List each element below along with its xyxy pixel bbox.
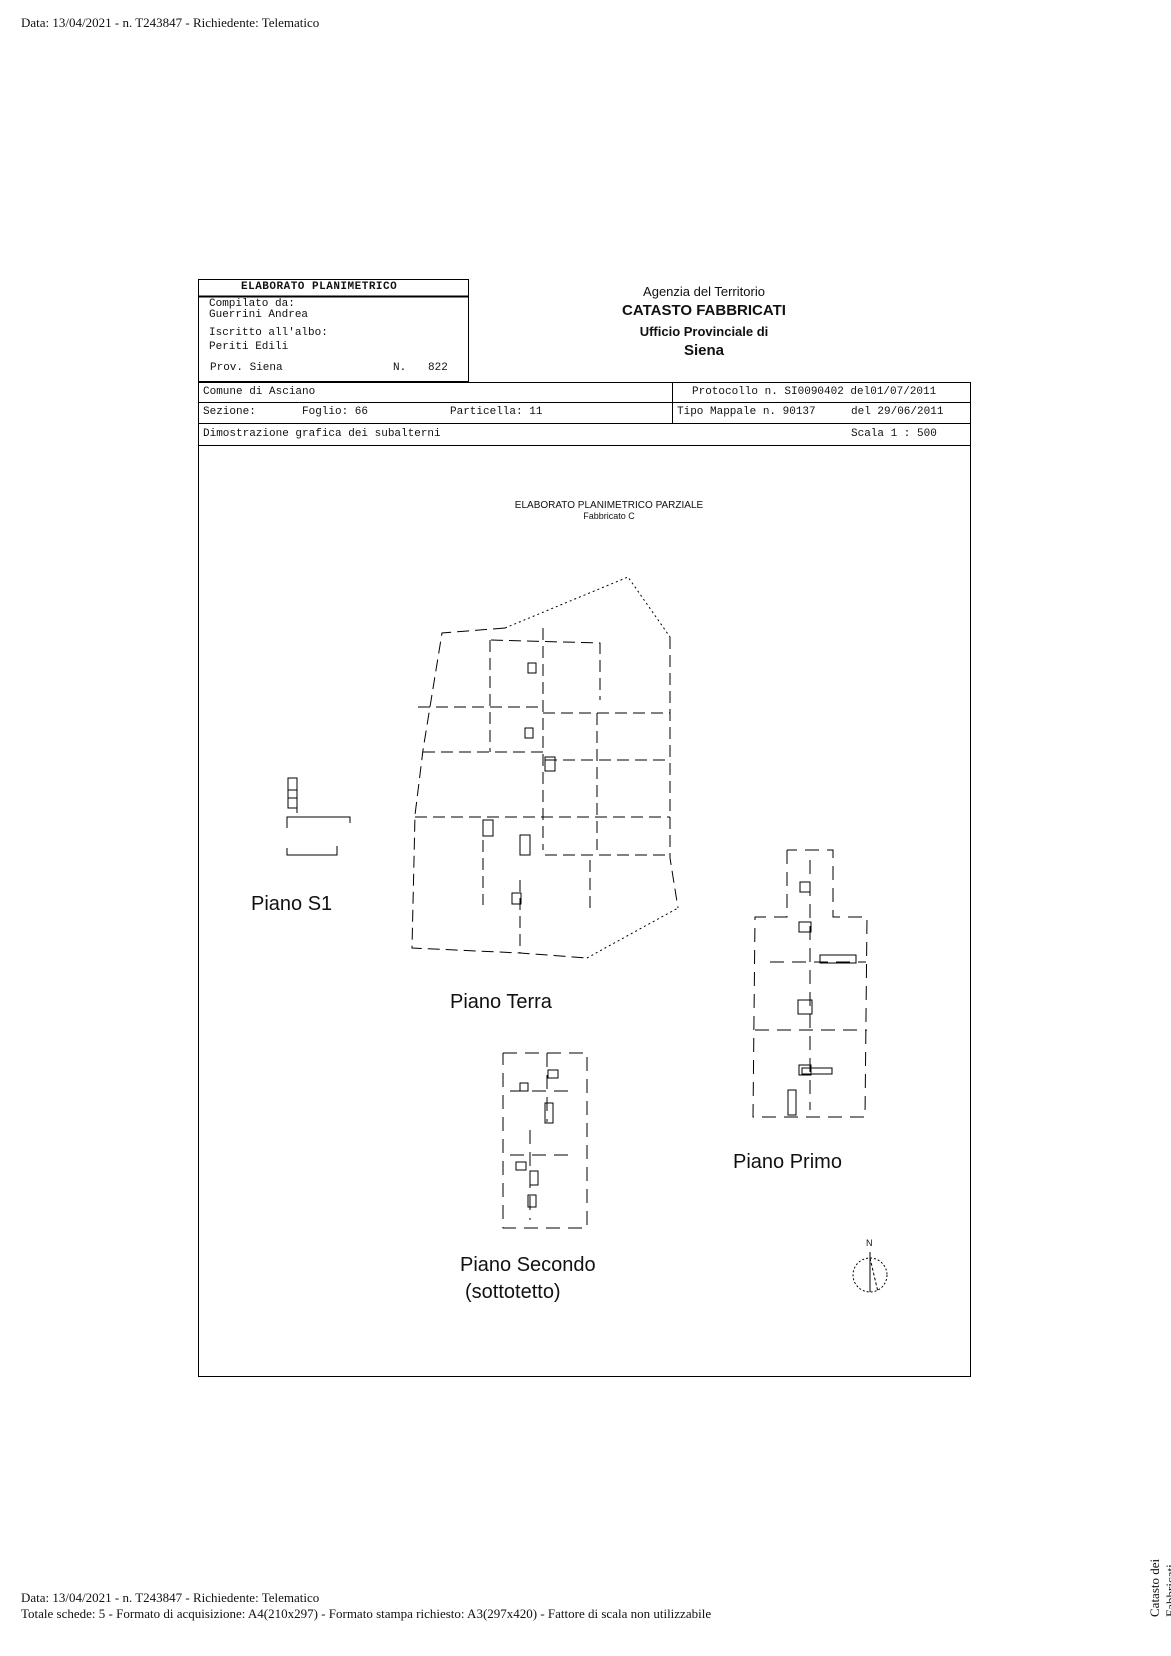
plan-piano-s1 xyxy=(286,777,351,856)
city: Siena xyxy=(683,342,725,359)
north-label: N xyxy=(866,1238,873,1248)
form-title: ELABORATO PLANIMETRICO xyxy=(241,281,398,293)
tipo-mappale-date: del 29/06/2011 xyxy=(851,406,944,418)
scala: Scala 1 : 500 xyxy=(851,428,937,440)
protocollo: Protocollo n. SI0090402 del01/07/2011 xyxy=(692,386,937,398)
tipo-mappale: Tipo Mappale n. 90137 xyxy=(677,406,816,418)
label-piano-s1: Piano S1 xyxy=(251,893,333,915)
n-label: N. xyxy=(393,362,407,374)
comune: Comune di Asciano xyxy=(203,386,316,398)
north-arrow-icon xyxy=(852,1252,888,1293)
compilato-value: Guerrini Andrea xyxy=(209,309,309,321)
dimostrazione: Dimostrazione grafica dei subalterni xyxy=(203,428,441,440)
label-sottotetto: (sottotetto) xyxy=(465,1281,561,1303)
form-box xyxy=(198,279,469,382)
plan-piano-terra-details xyxy=(482,662,556,905)
plan-piano-primo-details xyxy=(787,881,857,1116)
agency-name: Agenzia del Territorio xyxy=(643,284,765,299)
footer-line-2: Totale schede: 5 - Formato di acquisizio… xyxy=(21,1606,712,1621)
catasto-title: CATASTO FABBRICATI xyxy=(622,302,786,319)
compilato-label: Compilato da: xyxy=(209,298,295,310)
label-piano-terra: Piano Terra xyxy=(450,991,552,1013)
drawing-subtitle: Fabbricato C xyxy=(583,511,635,521)
iscritto-label: Iscritto all'albo: xyxy=(209,327,328,339)
outer-frame xyxy=(198,382,971,1377)
header-line: Data: 13/04/2021 - n. T243847 - Richiede… xyxy=(21,15,320,30)
drawing-title: ELABORATO PLANIMETRICO PARZIALE xyxy=(514,500,704,511)
foglio: Foglio: 66 xyxy=(302,406,369,418)
sezione: Sezione: xyxy=(203,406,256,418)
ufficio: Ufficio Provinciale di xyxy=(639,324,769,339)
particella: Particella: 11 xyxy=(450,406,543,418)
plan-piano-secondo xyxy=(502,1052,588,1229)
plan-piano-terra xyxy=(411,627,679,959)
iscritto-value: Periti Edili xyxy=(209,341,289,353)
label-piano-primo: Piano Primo xyxy=(733,1151,842,1173)
n-value: 822 xyxy=(428,362,448,374)
footer-line-1: Data: 13/04/2021 - n. T243847 - Richiede… xyxy=(21,1590,320,1605)
plan-piano-secondo-details xyxy=(515,1069,559,1208)
prov: Prov. Siena xyxy=(210,362,283,374)
side-note: Catasto dei Fabbricati - Situazione al 1… xyxy=(1147,1557,1171,1617)
label-piano-secondo: Piano Secondo xyxy=(460,1254,596,1276)
